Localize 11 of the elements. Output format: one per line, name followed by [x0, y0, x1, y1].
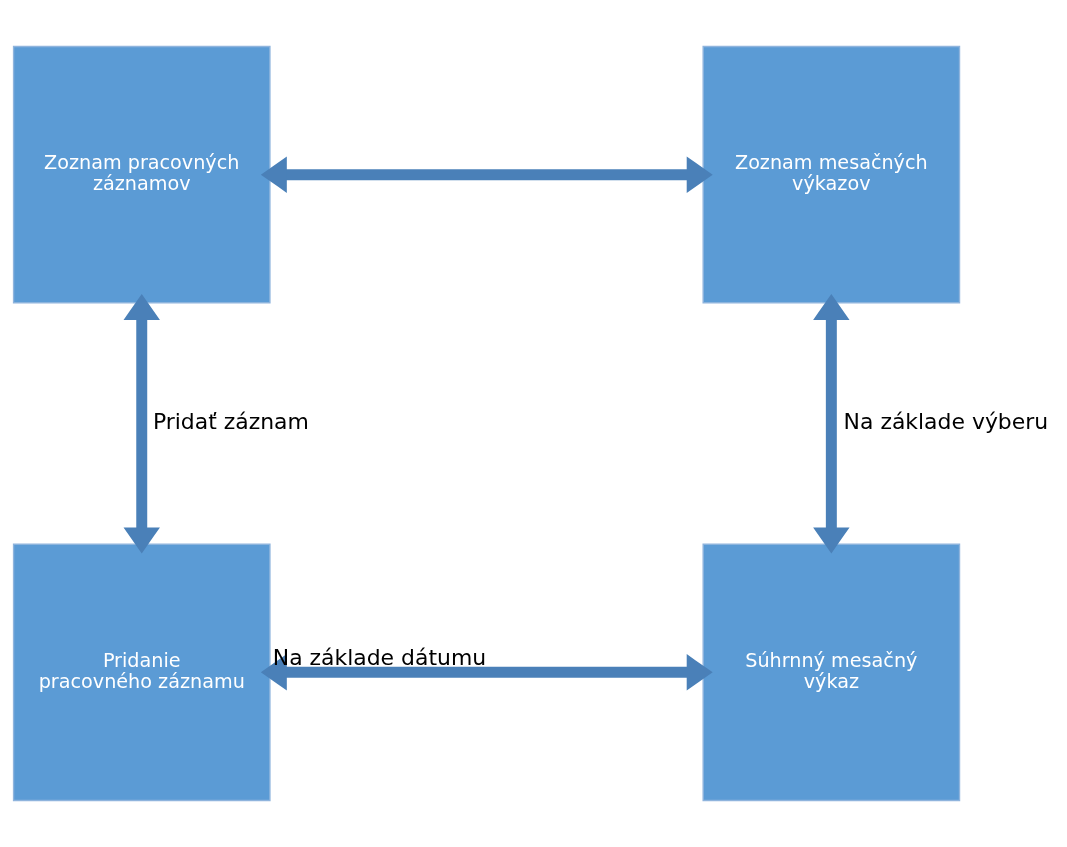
node-box: Zoznam mesačných výkazov [702, 45, 961, 304]
arrow [123, 293, 160, 554]
edge-label: Na základe výberu [843, 408, 1049, 434]
arrow [260, 654, 713, 691]
node-box: Zoznam pracovných záznamov [12, 45, 271, 304]
arrow [813, 293, 850, 554]
node-box: Súhrnný mesačný výkaz [702, 543, 961, 802]
node-box: Pridanie pracovného záznamu [12, 543, 271, 802]
edge-label: Pridať záznam [152, 408, 309, 434]
arrow [260, 156, 713, 193]
edge-label: Na základe dátumu [272, 645, 487, 671]
